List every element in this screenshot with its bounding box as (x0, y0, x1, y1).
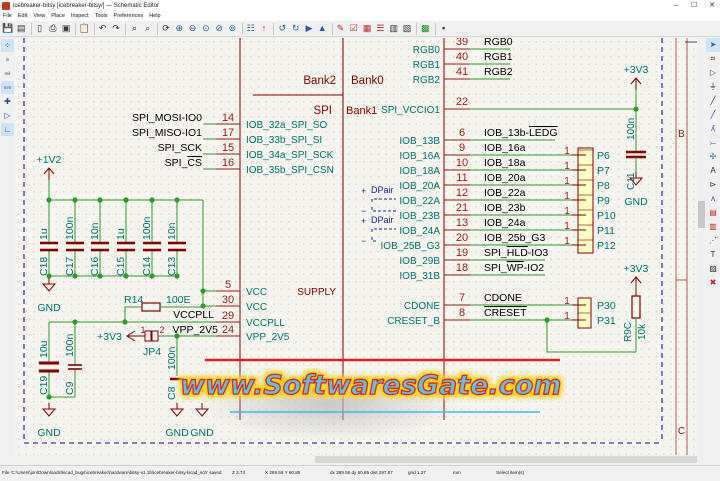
status-bar: File 'C:\Users\jon\Downloads\kicad_bugs\… (0, 465, 720, 481)
units-mm-icon[interactable]: mm (1, 81, 14, 94)
pcb-editor-icon[interactable]: ▩ (421, 23, 430, 33)
menu-inspect[interactable]: Inspect (70, 13, 89, 19)
status-delta: dx 289.56 dy 60.85 dist 297.87 (330, 470, 393, 475)
annotate-icon[interactable]: ✎ (336, 23, 345, 33)
fields-editor-icon[interactable]: ▦ (362, 23, 372, 33)
global-label-icon[interactable]: ⊳ (709, 180, 717, 189)
toolbar-separator (75, 22, 77, 35)
delete-icon[interactable]: ✖ (709, 278, 717, 287)
toolbar-separator (156, 22, 158, 35)
menu-help[interactable]: Help (149, 13, 161, 19)
menu-view[interactable]: View (33, 13, 46, 19)
undo-icon[interactable]: ↶ (99, 23, 107, 33)
toolbar-separator (416, 22, 418, 35)
rotate-cw-icon[interactable]: ↻ (291, 23, 300, 33)
units-inch-icon[interactable]: in (5, 57, 10, 62)
add-line-icon[interactable]: ╱ (710, 96, 716, 105)
window-title: icebreaker-bitsy [icebreaker-bitsy/] — S… (13, 3, 160, 9)
menu-preferences[interactable]: Preferences (113, 13, 144, 19)
units-mil-icon[interactable]: mil (4, 71, 11, 76)
maximize-button[interactable]: ☐ (690, 2, 698, 9)
highlight-net-icon[interactable]: ⌗ (710, 54, 716, 63)
top-toolbar: 💾▤ ▯ ⎙ ▣ 📋 ↶ ↷ ⌕ ⌕ ⟳ ⊕ ⊖ ⊙ ⊘ ⊚ ☷ ↑ ↺ ↻ ▶ ▲ ✎ ☑ ▦ ☰ ▥ ▧ ▩ ▪ (0, 21, 720, 37)
edit-footprint-icon[interactable]: ▧ (402, 23, 412, 33)
add-wire-icon[interactable]: ╱ (710, 110, 716, 119)
horizontal-scroll-thumb[interactable] (315, 456, 697, 463)
find-icon[interactable]: ⌕ (131, 23, 137, 33)
hier-label-icon[interactable]: ʌ (711, 194, 715, 203)
mirror-horizontal-icon[interactable]: ▲ (317, 23, 327, 33)
wire-angle-icon[interactable]: ∟ (1, 123, 14, 136)
toolbar-separator (125, 22, 127, 35)
schematic-canvas[interactable] (15, 38, 697, 455)
status-grid: grid 1.27 (408, 470, 426, 475)
minimize-button[interactable]: – (674, 2, 678, 9)
select-icon[interactable]: ➤ (706, 38, 720, 52)
find-replace-icon[interactable]: ⌕ (145, 23, 151, 33)
bus-entry-icon[interactable]: ⤚ (709, 138, 717, 147)
zoom-out-icon[interactable]: ⊖ (188, 23, 197, 33)
add-label-icon[interactable]: A (710, 166, 716, 175)
add-sheet-icon[interactable]: ▤ (709, 208, 717, 217)
bom-icon[interactable]: ☰ (376, 23, 385, 33)
title-bar: icebreaker-bitsy [icebreaker-bitsy/] — S… (0, 0, 720, 12)
junction-icon[interactable]: ✢ (709, 152, 717, 161)
add-power-icon[interactable]: ⏚ (709, 82, 717, 91)
zoom-fit-icon[interactable]: ⊙ (202, 23, 210, 33)
add-symbol-icon[interactable]: ▷ (709, 68, 717, 77)
print-icon[interactable]: ⎙ (49, 23, 57, 33)
zoom-objects-icon[interactable]: ⊘ (215, 23, 223, 33)
vertical-scrollbar[interactable] (697, 38, 706, 455)
new-icon[interactable]: ▯ (37, 23, 43, 33)
toolbar-separator (241, 22, 243, 35)
cursor-icon[interactable]: ✚ (4, 97, 11, 106)
save-icon[interactable]: 💾 (2, 23, 14, 33)
redo-icon[interactable]: ↷ (112, 23, 120, 33)
left-toolbar: ⁘ in mil mm ✚ ▷ ∟ (0, 38, 16, 464)
hidden-pins-icon[interactable]: ▷ (4, 111, 11, 120)
toolbar-separator (331, 22, 333, 35)
zoom-selection-icon[interactable]: ⊚ (228, 23, 237, 33)
add-text-icon[interactable]: T (710, 250, 716, 259)
right-toolbar: ➤ ⌗ ▷ ⏚ ╱ ╱ ʎ ⤚ ✢ A ⊳ ʌ ▤ ▥ ⋰ T ▨ ✖ (706, 38, 720, 464)
rotate-ccw-icon[interactable]: ↺ (278, 23, 287, 33)
erc-icon[interactable]: ☑ (349, 23, 358, 33)
status-cursor: X 289.56 Y 60.85 (265, 470, 301, 475)
menu-place[interactable]: Place (51, 13, 65, 19)
symbol-lib-icon[interactable]: ▥ (389, 23, 398, 33)
refresh-icon[interactable]: ⟳ (162, 23, 170, 33)
add-bus-icon[interactable]: ʎ (711, 124, 715, 133)
menu-file[interactable]: File (3, 13, 12, 19)
plot-icon[interactable]: ▣ (61, 23, 71, 33)
close-button[interactable]: ✕ (709, 2, 715, 9)
menu-bar: File Edit View Place Inspect Tools Preferences… (0, 12, 720, 21)
page-settings-icon[interactable]: ▤ (17, 23, 26, 33)
toolbar-separator (30, 22, 32, 35)
add-image-icon[interactable]: ▨ (709, 264, 717, 273)
add-graphic-lines-icon[interactable]: ⋰ (709, 236, 717, 245)
status-message: File 'C:\Users\jon\Downloads\kicad_bugs\… (2, 470, 223, 475)
hierarchy-icon[interactable]: ☷ (246, 23, 255, 33)
zoom-in-icon[interactable]: ⊕ (175, 23, 184, 33)
paste-icon[interactable]: 📋 (78, 23, 91, 33)
mirror-vertical-icon[interactable]: ▶ (305, 23, 313, 33)
leave-sheet-icon[interactable]: ↑ (261, 23, 267, 33)
vertical-scroll-thumb[interactable] (698, 201, 705, 228)
app-icon (2, 2, 10, 10)
menu-tools[interactable]: Tools (94, 13, 108, 19)
toolbar-separator (434, 22, 436, 35)
import-sheet-pin-icon[interactable]: ▥ (709, 222, 717, 231)
status-mode: Select item(s) (496, 470, 525, 475)
menu-edit[interactable]: Edit (17, 13, 28, 19)
status-units: mm (453, 470, 461, 475)
scripting-console-icon[interactable]: ▪ (442, 23, 446, 33)
horizontal-scrollbar[interactable] (15, 455, 697, 464)
toolbar-separator (273, 22, 275, 35)
toolbar-separator (93, 22, 95, 35)
grid-icon[interactable]: ⁘ (1, 39, 14, 52)
status-zoom: Z 3.74 (232, 470, 246, 475)
